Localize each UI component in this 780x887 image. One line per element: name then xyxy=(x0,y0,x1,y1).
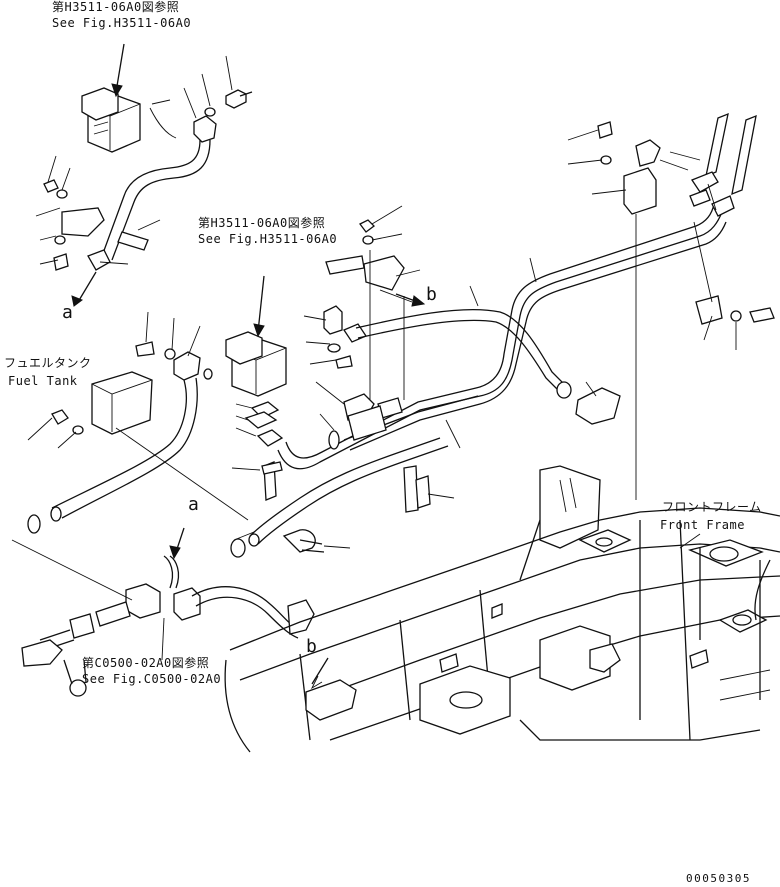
front-frame-jp: フロントフレーム xyxy=(662,500,762,514)
arrow-line-ref-mid xyxy=(257,275,265,333)
cylinders-top-right xyxy=(669,112,757,217)
bracket-top-right xyxy=(567,121,689,500)
middle-hardware xyxy=(231,401,284,501)
arrow-head-a-top xyxy=(71,295,84,307)
marker-a-top: a xyxy=(62,302,74,323)
fuel-tank-jp: フュエルタンク xyxy=(4,356,92,370)
arrow-line-a-top xyxy=(77,271,97,303)
hose-with-fittings xyxy=(343,309,621,425)
front-frame-en: Front Frame xyxy=(660,518,745,532)
leaders-top-left xyxy=(35,55,233,265)
pipe-clamps xyxy=(319,257,537,450)
arrow-head-b-frame xyxy=(310,675,323,690)
front-frame-drawing xyxy=(224,465,780,753)
bolt-upper xyxy=(204,89,253,117)
hardware-right xyxy=(693,221,775,350)
solenoid-valve-upper xyxy=(81,87,141,153)
marker-b-mid: b xyxy=(426,284,438,305)
marker-a-lower: a xyxy=(188,494,200,515)
lower-pipe xyxy=(248,437,449,553)
lower-valve-assembly xyxy=(11,539,315,697)
arrow-line-b-frame xyxy=(311,657,329,685)
middle-left-hose xyxy=(50,311,201,522)
ref-bottom-jp: 第C0500-02A0図参照 xyxy=(82,656,210,670)
arrow-head-ref-mid xyxy=(253,323,265,338)
ref-middle-jp: 第H3511-06A0図参照 xyxy=(198,216,326,230)
arrow-head-b-mid xyxy=(411,295,426,307)
bracket-near-b xyxy=(303,205,455,513)
arrow-line-ref-top xyxy=(115,43,125,93)
marker-b-frame: b xyxy=(306,636,318,657)
ref-top-left-jp: 第H3511-06A0図参照 xyxy=(52,0,180,14)
bracket-upper-left xyxy=(43,179,105,271)
long-pipes xyxy=(277,203,727,470)
solenoid-valve-middle xyxy=(203,331,287,397)
ref-bottom-en: See Fig.C0500-02A0 xyxy=(82,672,222,686)
fuel-tank-en: Fuel Tank xyxy=(8,374,78,388)
ref-middle-en: See Fig.H3511-06A0 xyxy=(198,232,338,246)
clamps-lower xyxy=(27,514,255,558)
upper-hose xyxy=(87,107,217,271)
leader-front-frame xyxy=(679,533,701,549)
leader-ref-bottom xyxy=(161,617,165,661)
arrow-head-ref-top xyxy=(111,83,123,98)
drawing-number: 00050305 xyxy=(686,872,751,885)
arrow-head-a-lower xyxy=(169,545,181,560)
fuel-tank-bracket xyxy=(27,371,249,521)
ref-top-left-en: See Fig.H3511-06A0 xyxy=(52,16,192,30)
